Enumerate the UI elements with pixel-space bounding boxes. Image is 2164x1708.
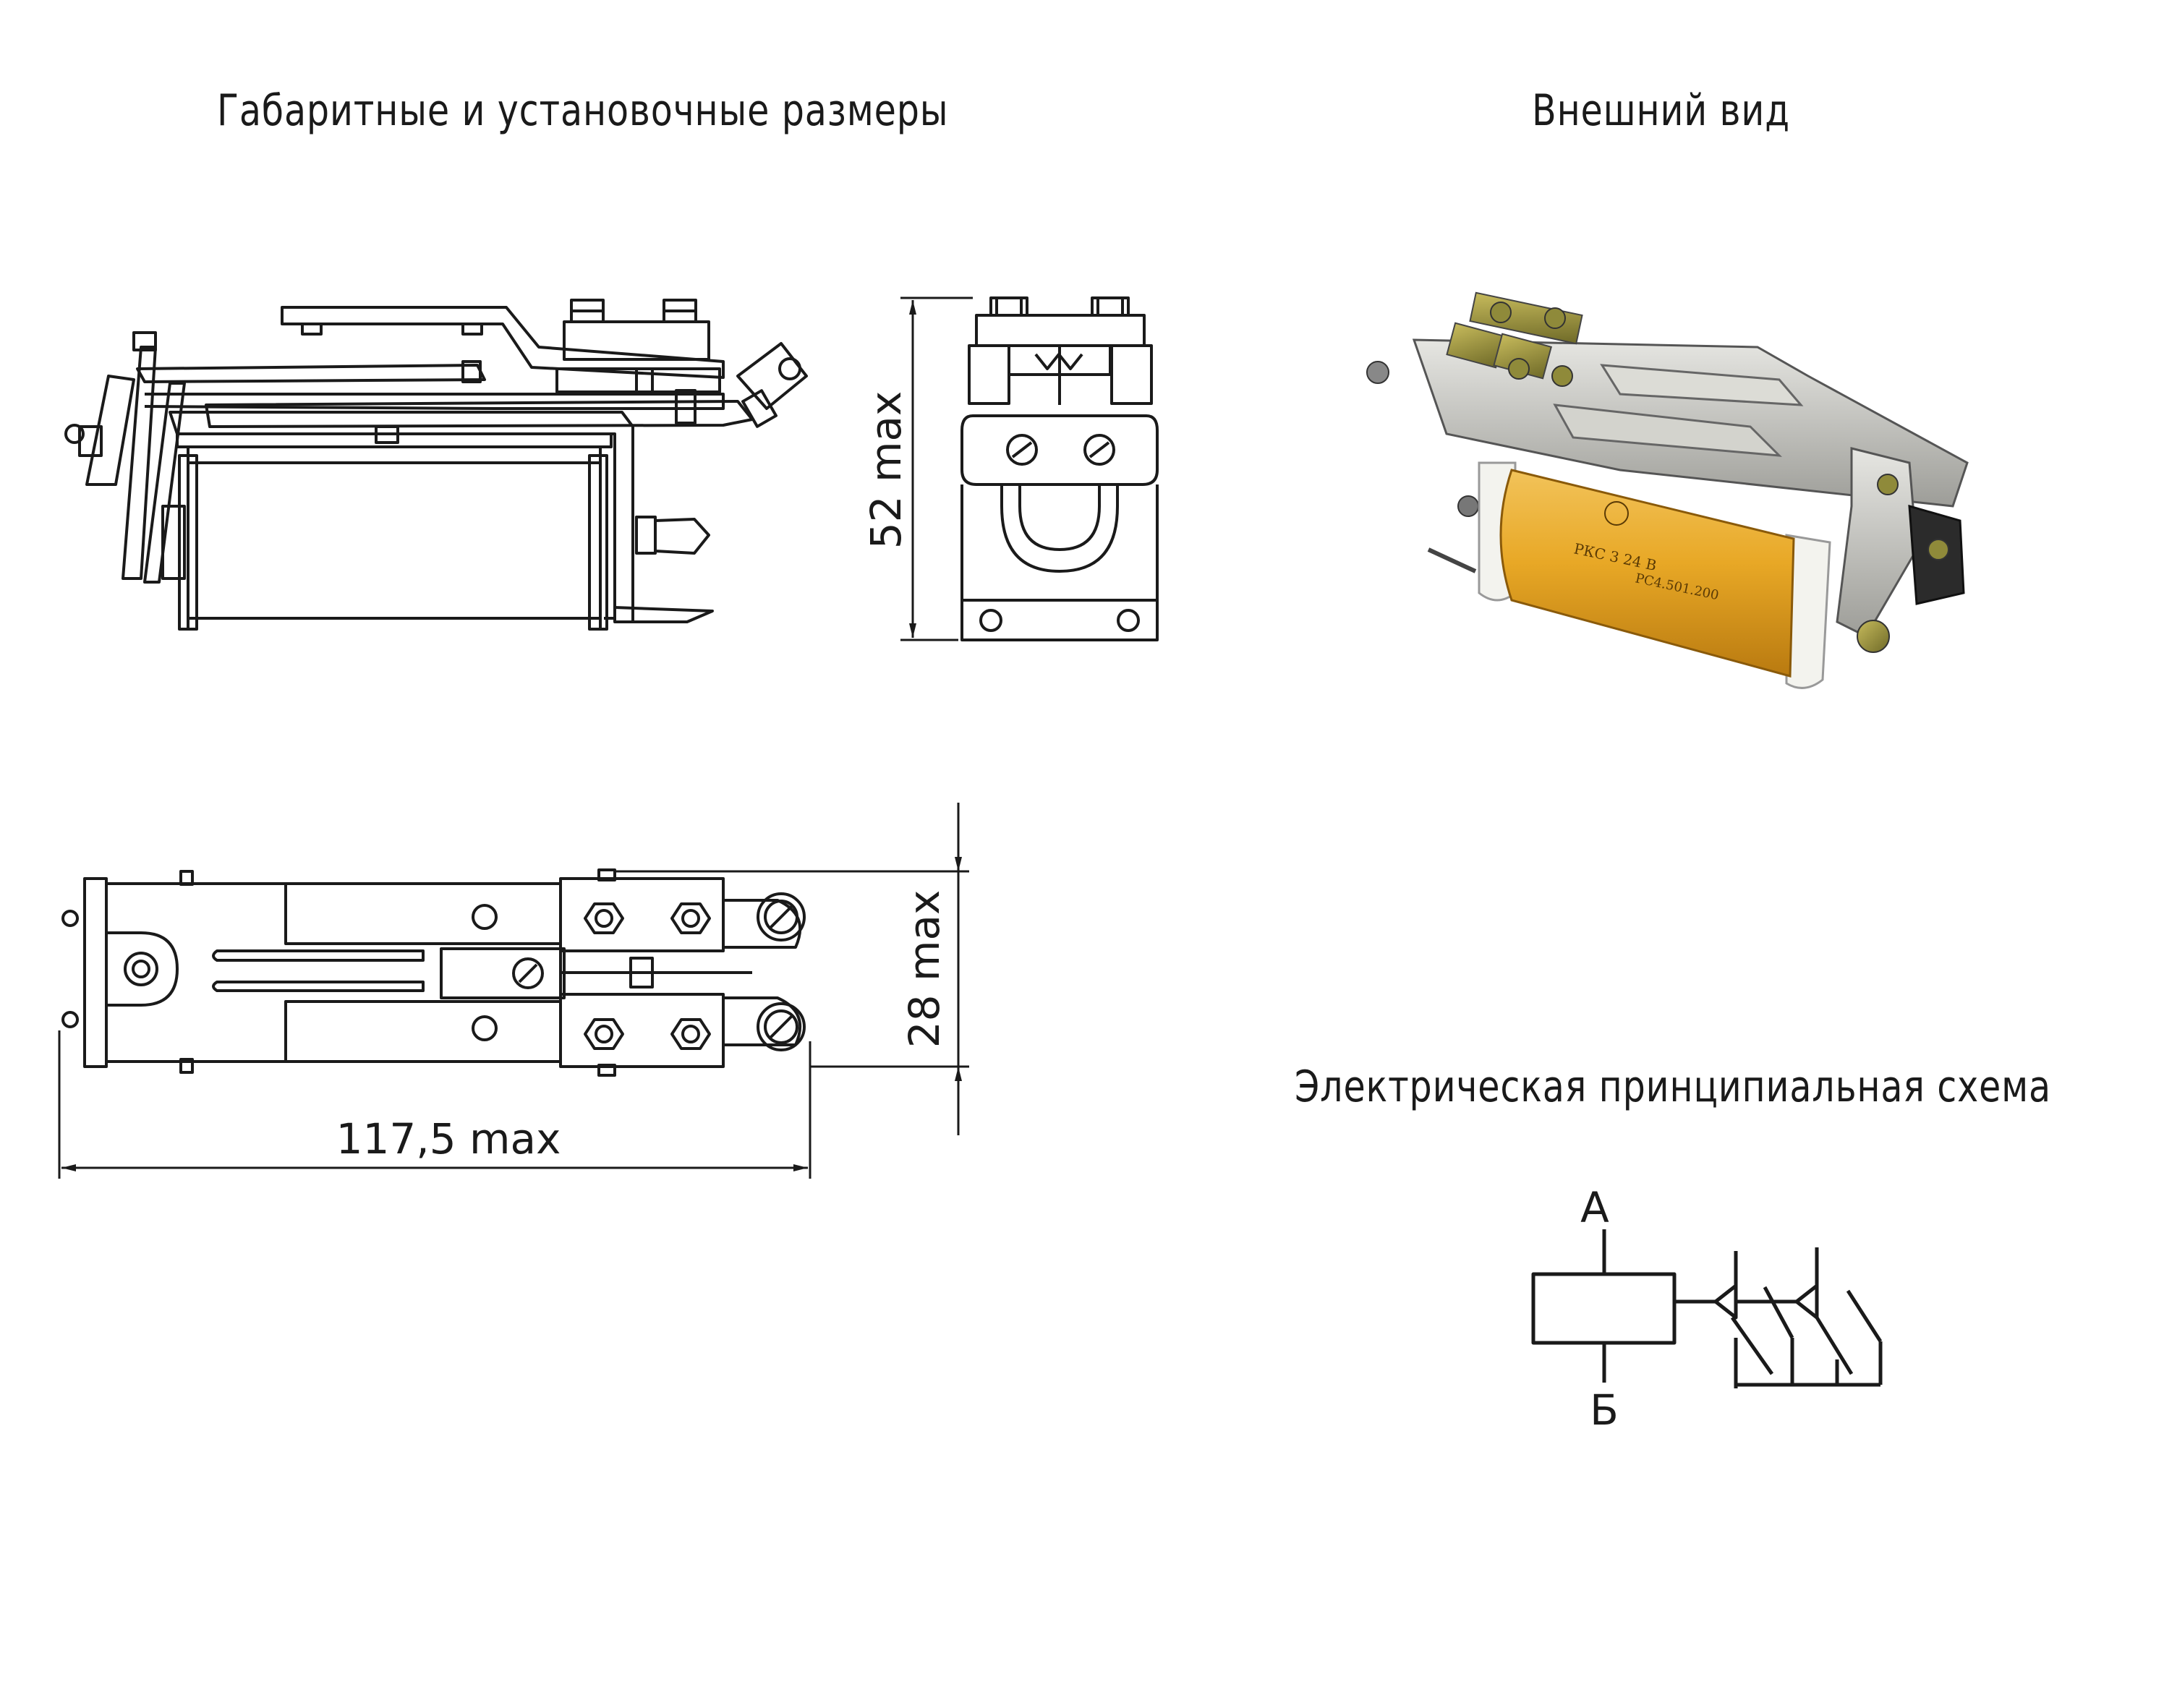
length-dimension (58, 1030, 812, 1179)
schematic-heading: Электрическая принципиальная схема (1295, 1062, 2052, 1112)
length-label: 117,5 max (336, 1114, 561, 1163)
schematic (1531, 1229, 1883, 1388)
width-dimension (615, 803, 969, 1135)
end-view (960, 296, 1159, 641)
side-view (64, 299, 808, 631)
coil-symbol (1531, 1272, 1677, 1345)
height-label: 52 max (861, 391, 911, 550)
terminal-top-label: А (1580, 1183, 1609, 1232)
appearance-heading: Внешний вид (1532, 85, 1790, 136)
height-dimension (900, 296, 973, 641)
top-view (61, 868, 806, 1077)
dimensions-heading: Габаритные и установочные размеры (217, 85, 949, 136)
relay-photo: РКС 3 24 В РС4.501.200 (1366, 291, 1969, 689)
terminal-bottom-label: Б (1590, 1385, 1619, 1435)
width-label: 28 max (900, 890, 949, 1049)
